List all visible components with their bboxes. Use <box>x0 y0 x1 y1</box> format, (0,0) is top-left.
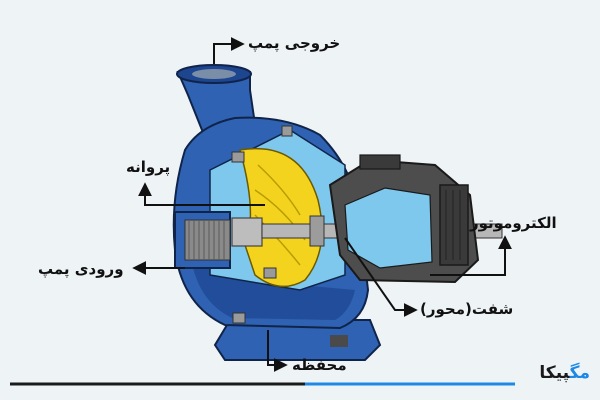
leader-outlet <box>213 37 245 64</box>
leader-shaft <box>344 237 418 317</box>
shaft-seal <box>309 215 325 247</box>
label-shaft: شفت(محور) <box>420 300 514 318</box>
leader-motor <box>430 235 512 276</box>
base-bolt <box>330 335 348 347</box>
motor-terminal-box <box>359 154 401 170</box>
motor-end-cap <box>439 184 469 266</box>
leader-casing <box>267 330 288 372</box>
leader-impeller <box>138 182 265 206</box>
inlet-thread <box>184 219 231 261</box>
outlet-thread <box>192 69 236 79</box>
brand-dark: پیکا <box>539 363 570 383</box>
label-impeller: پروانه <box>126 158 171 176</box>
brand-logo: مگپیکا <box>539 365 590 382</box>
impeller-hub <box>231 217 263 247</box>
casing-bolts <box>231 125 293 324</box>
motor-cutaway <box>344 187 433 269</box>
label-outlet: خروجی پمپ <box>248 34 341 52</box>
brand-accent: مگ <box>569 363 590 383</box>
inlet-thread-lines <box>188 221 225 259</box>
label-motor: الکتروموتور <box>470 214 557 232</box>
motor-fins <box>445 190 461 260</box>
label-inlet: ورودی پمپ <box>38 260 124 278</box>
pump-base <box>213 319 382 361</box>
label-casing: محفظه <box>292 356 347 374</box>
